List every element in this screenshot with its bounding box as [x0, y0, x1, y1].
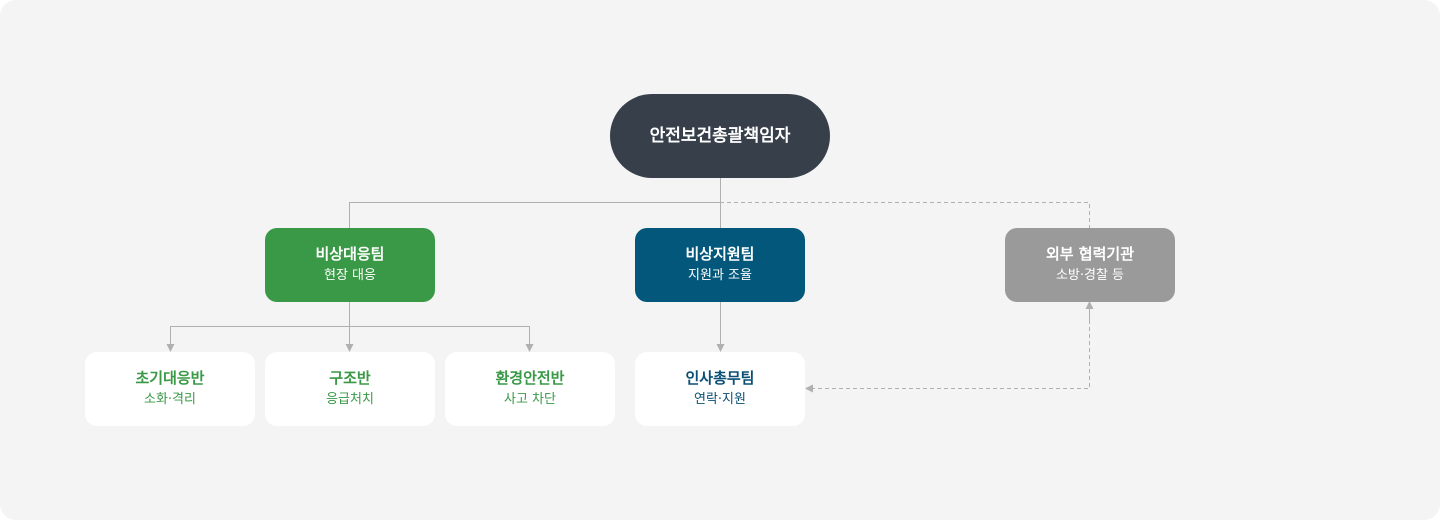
node-subtitle: 응급처치 — [326, 392, 374, 407]
node-title: 환경안전반 — [495, 369, 565, 387]
root-node-general-manager: 안전보건총괄책임자 — [610, 94, 830, 178]
external-to-hr-dashed-arrow — [805, 306, 1090, 393]
node-title: 외부 협력기관 — [1045, 245, 1135, 263]
node-title: 인사총무팀 — [685, 369, 755, 387]
node-title: 비상지원팀 — [685, 245, 755, 263]
node-title: 비상대응팀 — [315, 245, 385, 263]
node-title: 구조반 — [329, 369, 371, 387]
unit-node-rescue: 구조반 응급처치 — [265, 352, 435, 426]
node-subtitle: 현장 대응 — [324, 268, 376, 283]
unit-node-initial-response: 초기대응반 소화·격리 — [85, 352, 255, 426]
unit-node-hr-general-affairs: 인사총무팀 연락·지원 — [635, 352, 805, 426]
node-title: 초기대응반 — [135, 369, 205, 387]
team-node-emergency-response: 비상대응팀 현장 대응 — [265, 228, 435, 302]
root-connector — [349, 178, 721, 228]
node-title: 안전보건총괄책임자 — [649, 126, 791, 146]
unit-node-environmental-safety: 환경안전반 사고 차단 — [445, 352, 615, 426]
external-dashed-connector — [720, 202, 1090, 228]
node-subtitle: 사고 차단 — [504, 392, 556, 407]
node-subtitle: 지원과 조율 — [688, 268, 752, 283]
node-subtitle: 소화·격리 — [144, 392, 196, 407]
team-node-external-partners: 외부 협력기관 소방·경찰 등 — [1005, 228, 1175, 302]
team-node-emergency-support: 비상지원팀 지원과 조율 — [635, 228, 805, 302]
node-subtitle: 소방·경찰 등 — [1055, 268, 1125, 283]
node-subtitle: 연락·지원 — [694, 392, 746, 407]
